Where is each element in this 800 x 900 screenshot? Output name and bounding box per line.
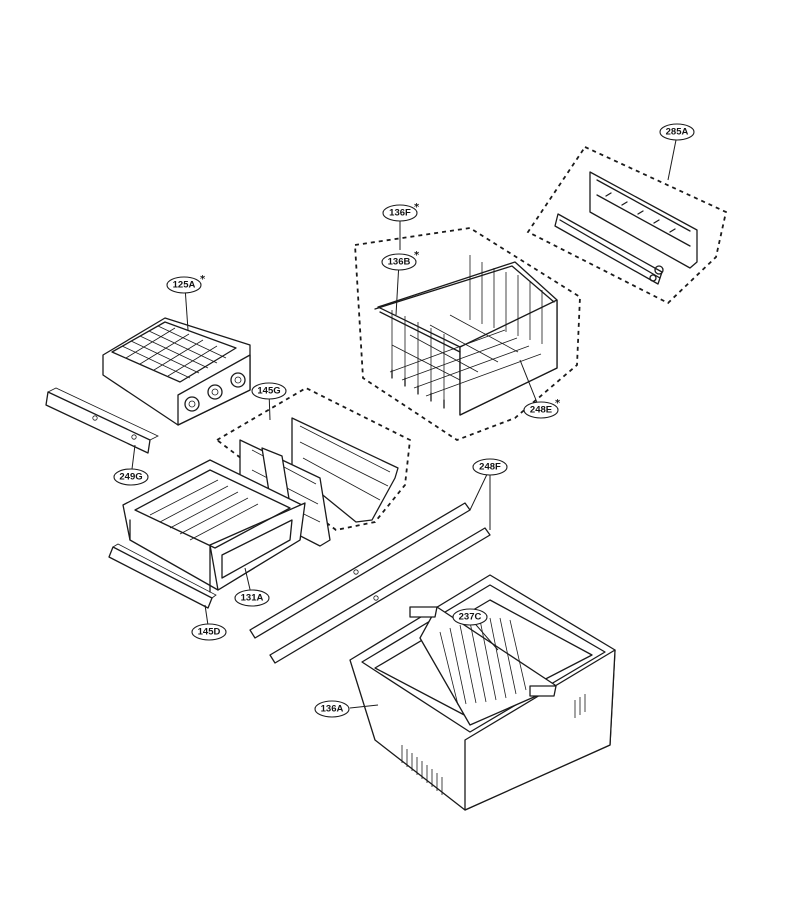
svg-text:237C: 237C xyxy=(459,612,482,623)
svg-text:131A: 131A xyxy=(241,593,264,604)
part-237C-divider xyxy=(409,606,557,726)
callout-248E: 248E * xyxy=(523,398,561,419)
callout-125A: 125A * xyxy=(166,274,206,294)
svg-text:248E: 248E xyxy=(530,405,552,416)
group-outline-145G xyxy=(215,386,411,531)
part-131A-pan-drawer xyxy=(122,459,306,593)
leader-lines xyxy=(130,139,677,709)
part-136F-basket-assembly xyxy=(354,227,581,442)
callout-136A: 136A xyxy=(314,700,350,718)
part-285A-rail-bracket xyxy=(526,145,728,305)
svg-text:136B: 136B xyxy=(388,257,411,268)
group-outline-285A xyxy=(526,145,728,305)
svg-text:285A: 285A xyxy=(666,127,689,138)
part-125A-ice-tray xyxy=(102,317,251,426)
svg-text:125A: 125A xyxy=(173,280,196,291)
svg-text:248F: 248F xyxy=(479,462,501,473)
svg-text:*: * xyxy=(414,250,420,261)
svg-text:249G: 249G xyxy=(119,472,142,483)
svg-text:145D: 145D xyxy=(198,627,221,638)
callout-237C: 237C xyxy=(452,608,488,626)
svg-text:145G: 145G xyxy=(257,386,280,397)
svg-text:136A: 136A xyxy=(321,704,344,715)
callout-249G: 249G xyxy=(113,468,149,486)
callout-145G: 145G xyxy=(251,382,287,400)
callout-131A: 131A xyxy=(234,589,270,607)
callout-136F: 136F * xyxy=(382,202,420,222)
callout-285A: 285A xyxy=(659,123,695,141)
group-outline-136F xyxy=(354,227,581,442)
callout-145D: 145D xyxy=(191,623,227,641)
svg-text:*: * xyxy=(414,202,420,213)
svg-text:136F: 136F xyxy=(389,208,411,219)
callout-248F: 248F xyxy=(472,458,508,476)
part-249G-rail xyxy=(45,387,159,454)
svg-text:*: * xyxy=(555,398,561,409)
part-145D-rail xyxy=(108,543,217,609)
svg-text:*: * xyxy=(200,274,206,285)
callout-136B: 136B * xyxy=(381,250,420,271)
